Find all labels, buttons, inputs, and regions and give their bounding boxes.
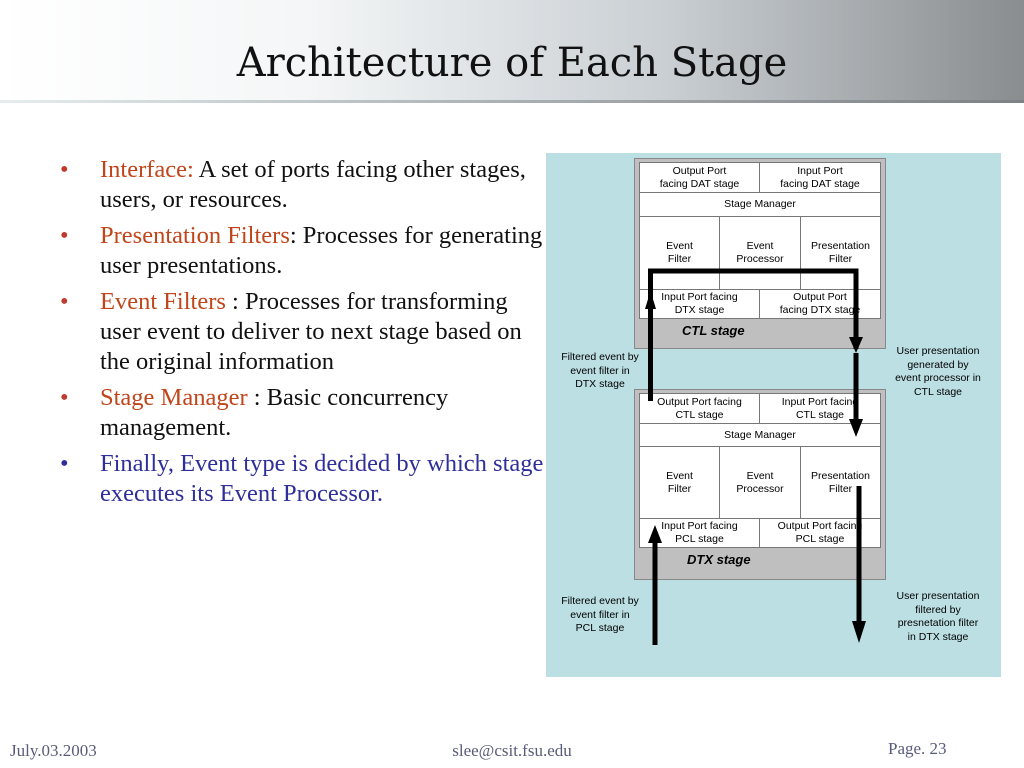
dtx-presentation-filter: Presentation Filter	[800, 446, 881, 519]
bullet-finally: • Finally, Event type is decided by which…	[60, 449, 548, 509]
dtx-event-processor: Event Processor	[719, 446, 801, 519]
bullet-list: • Interface: A set of ports facing other …	[60, 155, 548, 515]
annotation-filtered-event-pcl: Filtered event by event filter in PCL st…	[561, 595, 639, 634]
title-bar	[0, 0, 1024, 100]
bullet-term: Event Filters	[100, 288, 226, 315]
dtx-stage-manager: Stage Manager	[639, 423, 881, 447]
bullet-term: Presentation Filters	[100, 222, 290, 249]
ctl-stage-manager: Stage Manager	[639, 192, 881, 217]
bullet-marker: •	[60, 384, 69, 411]
ctl-bottom-output-port: Output Port facing DTX stage	[759, 289, 881, 319]
dtx-output-port: Output Port facing CTL stage	[639, 393, 760, 424]
architecture-diagram: Output Port facing DAT stage Input Port …	[546, 153, 1001, 677]
bullet-term: Stage Manager	[100, 384, 248, 411]
bullet-interface: • Interface: A set of ports facing other …	[60, 155, 548, 215]
arrowhead-down-ctl-out	[849, 337, 863, 353]
ctl-presentation-filter: Presentation Filter	[800, 216, 881, 290]
arrowhead-down-dtx-out	[852, 621, 866, 643]
annotation-filtered-event-dtx: Filtered event by event filter in DTX st…	[561, 351, 639, 390]
bullet-marker: •	[60, 450, 69, 477]
bullet-text: Finally, Event type is decided by which …	[100, 450, 544, 507]
bullet-stage-manager: • Stage Manager : Basic concurrency manag…	[60, 383, 548, 443]
footer-page-number: Page. 23	[888, 739, 947, 758]
ctl-bottom-input-port: Input Port facing DTX stage	[639, 289, 760, 319]
ctl-stage-label: CTL stage	[682, 323, 745, 338]
dtx-stage-label: DTX stage	[687, 552, 751, 567]
arrowhead-down-dtx-in	[849, 419, 863, 437]
bullet-text: : Processes for transforming user event …	[100, 288, 522, 375]
footer-email: slee@csit.fsu.edu	[452, 741, 572, 760]
slide-title: Architecture of Each Stage	[236, 40, 788, 86]
arrowhead-up-dtx	[648, 525, 662, 543]
bullet-text: : Basic concurrency management.	[100, 384, 449, 441]
bullet-marker: •	[60, 288, 69, 315]
title-divider	[0, 100, 1024, 103]
ctl-input-port: Input Port facing DAT stage	[759, 162, 881, 193]
annotation-user-presentation-ctl: User presentation generated by event pro…	[895, 345, 981, 398]
flow-arrows	[645, 268, 866, 645]
annotation-user-presentation-dtx: User presentation filtered by presnetati…	[896, 590, 980, 643]
bullet-text: : Processes for generating user presenta…	[100, 222, 543, 279]
bullet-text: A set of ports facing other stages, user…	[100, 156, 526, 213]
bullet-marker: •	[60, 156, 69, 183]
dtx-bottom-input-port: Input Port facing PCL stage	[639, 518, 760, 548]
bullet-marker: •	[60, 222, 69, 249]
dtx-input-port: Input Port facing CTL stage	[759, 393, 881, 424]
bullet-presentation-filters: • Presentation Filters: Processes for gen…	[60, 221, 548, 281]
arrow-event-up-dtx-to-ctl	[648, 268, 859, 401]
ctl-event-processor: Event Processor	[719, 216, 801, 290]
bullet-term: Interface:	[100, 156, 194, 183]
bullet-event-filters: • Event Filters : Processes for transform…	[60, 287, 548, 377]
footer-date: July.03.2003	[10, 741, 97, 760]
